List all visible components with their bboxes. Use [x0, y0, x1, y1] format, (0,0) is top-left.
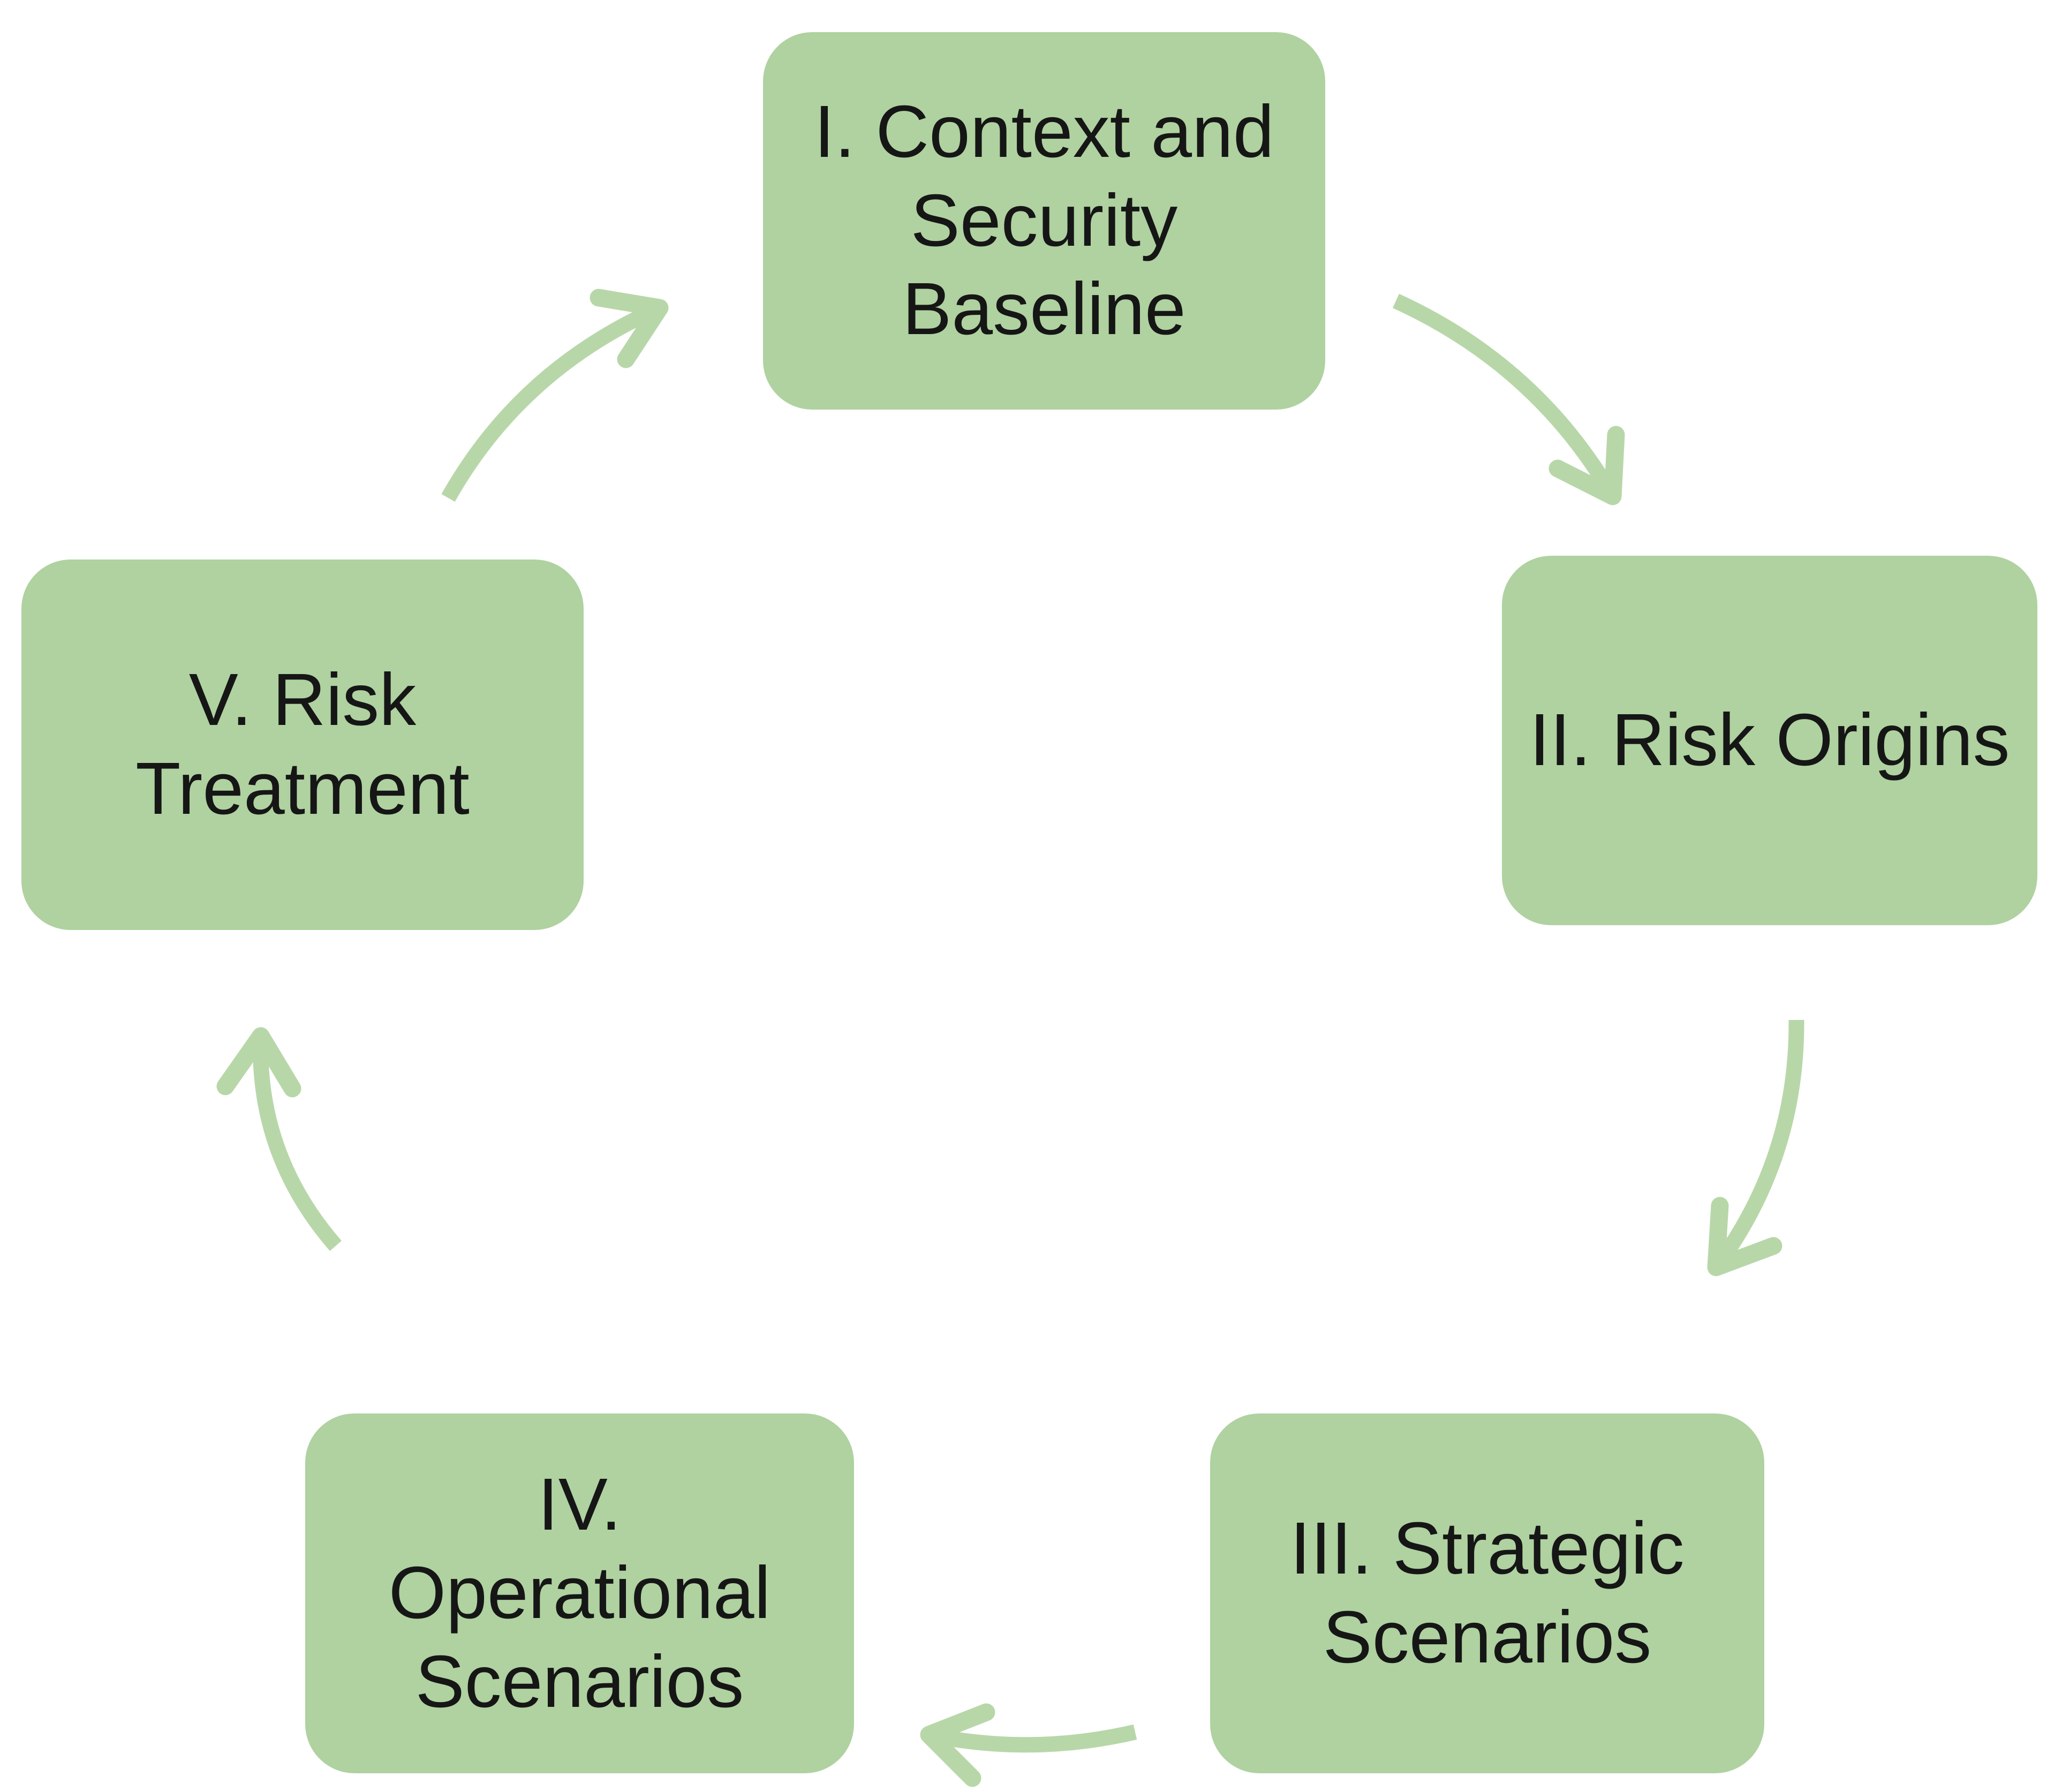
- arrow-strategic-to-operational: [920, 1703, 1137, 1787]
- node-risk-origins: II. Risk Origins: [1502, 556, 2037, 925]
- arrow-shaft: [927, 1724, 1137, 1753]
- node-context-and-security-baseline: I. Context and Security Baseline: [763, 32, 1325, 410]
- arrow-head-icon: [1549, 426, 1625, 505]
- arrow-shaft: [441, 300, 663, 502]
- arrow-head-icon: [920, 1703, 995, 1787]
- arrow-operational-to-risk-treatment: [216, 1027, 342, 1251]
- arrow-context-to-risk-origins: [1392, 293, 1625, 505]
- arrow-risk-origins-to-strategic: [1707, 1019, 1804, 1276]
- arrow-risk-treatment-to-context: [441, 289, 669, 502]
- arrow-head-icon: [216, 1027, 301, 1098]
- node-operational-scenarios: IV. Operational Scenarios: [305, 1413, 854, 1773]
- arrow-shaft: [1392, 293, 1620, 501]
- arrow-head-icon: [1707, 1197, 1782, 1276]
- arrow-head-icon: [590, 289, 669, 368]
- node-risk-treatment: V. Risk Treatment: [21, 559, 584, 930]
- node-strategic-scenarios: III. Strategic Scenarios: [1210, 1413, 1764, 1773]
- arrow-shaft: [1710, 1019, 1804, 1272]
- arrow-shaft: [253, 1035, 342, 1251]
